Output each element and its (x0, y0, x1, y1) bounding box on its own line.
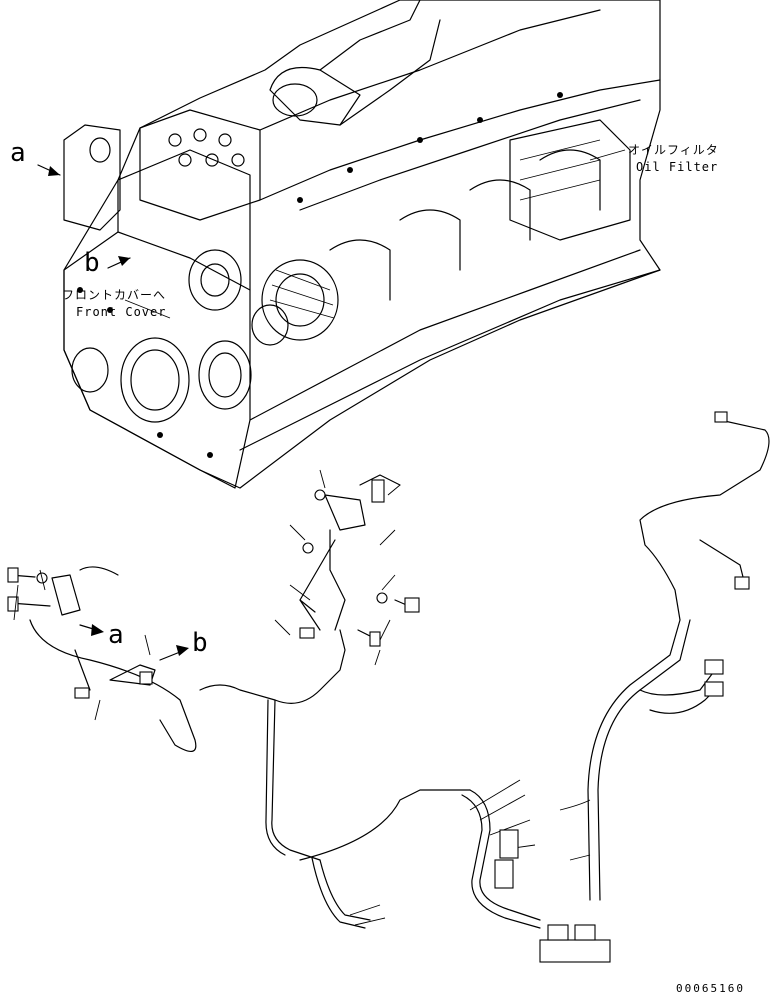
ref-letter-b-top: b (84, 248, 100, 278)
oil-filter-label-jp: オイルフィルタ (628, 143, 719, 157)
engine-block (37, 0, 661, 489)
front-cover-label-en: Front Cover (76, 305, 167, 319)
ref-letter-a-bottom: a (108, 620, 124, 650)
wiring-harness (7, 411, 770, 963)
front-cover-label-jp: フロントカバーへ (62, 288, 167, 302)
oil-filter-label-en: Oil Filter (636, 160, 719, 174)
ref-letter-a-top: a (10, 138, 26, 168)
ref-letter-b-bottom: b (192, 628, 208, 658)
document-number: 00065160 (676, 982, 745, 995)
